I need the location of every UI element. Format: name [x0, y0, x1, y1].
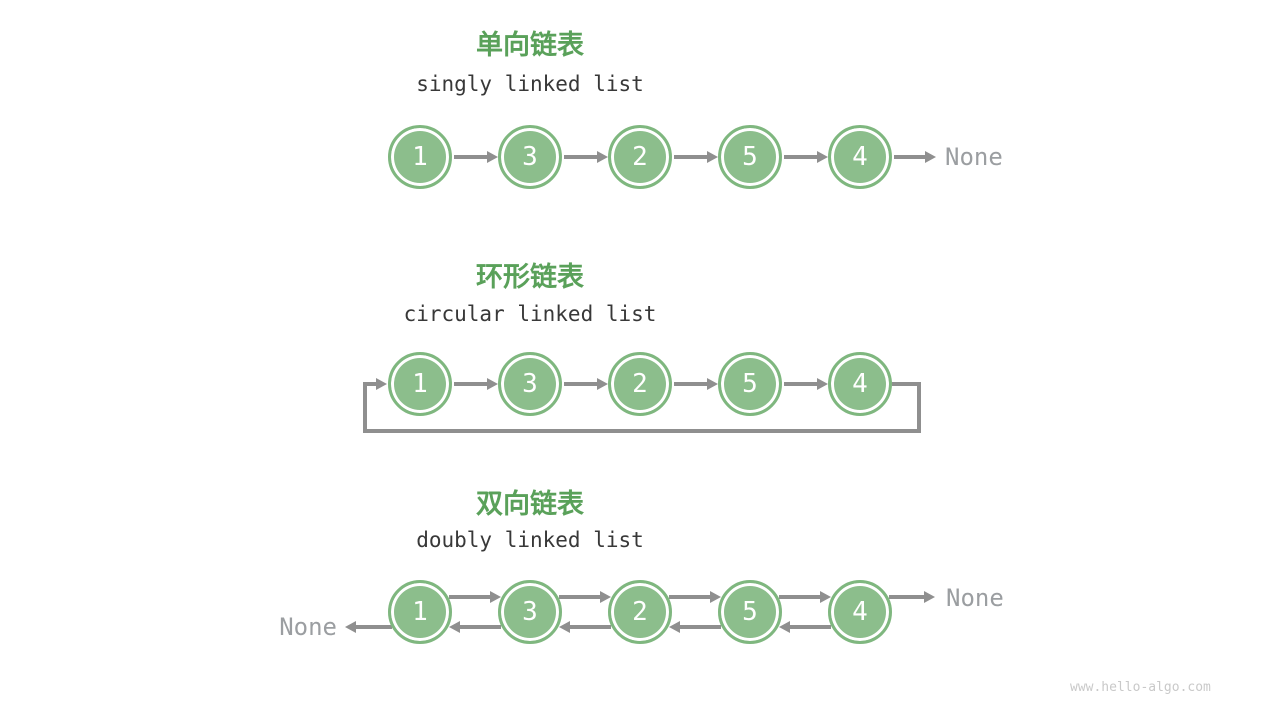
head-arrow-head [345, 621, 356, 633]
head-arrow-shaft [356, 625, 392, 629]
next-arrow-head [707, 151, 718, 163]
next-arrow-head [817, 378, 828, 390]
list-node: 1 [388, 352, 452, 416]
next-arrow-head [490, 591, 501, 603]
next-arrow-head [597, 151, 608, 163]
prev-arrow-shaft [460, 625, 501, 629]
tail-arrow-shaft [894, 155, 926, 159]
prev-arrow-shaft [570, 625, 611, 629]
next-arrow-shaft [454, 382, 488, 386]
section-title-singly: 单向链表 [476, 30, 584, 60]
next-arrow-shaft [564, 155, 598, 159]
tail-none-label: None [946, 584, 1004, 612]
next-arrow-head [820, 591, 831, 603]
loop-exit-segment [892, 382, 919, 386]
section-title-circular: 环形链表 [476, 262, 584, 292]
loop-entry-shaft [367, 382, 377, 386]
list-node: 3 [498, 352, 562, 416]
next-arrow-head [597, 378, 608, 390]
next-arrow-shaft [674, 155, 708, 159]
watermark: www.hello-algo.com [1070, 680, 1211, 695]
loop-entry-head [376, 378, 387, 390]
prev-arrow-shaft [790, 625, 831, 629]
next-arrow-shaft [674, 382, 708, 386]
list-node: 4 [828, 352, 892, 416]
next-arrow-shaft [454, 155, 488, 159]
list-node: 2 [608, 352, 672, 416]
next-arrow-shaft [669, 595, 710, 599]
list-node: 3 [498, 125, 562, 189]
head-none-label: None [279, 613, 337, 641]
section-title-doubly: 双向链表 [476, 489, 584, 519]
next-arrow-head [710, 591, 721, 603]
next-arrow-shaft [559, 595, 600, 599]
next-arrow-shaft [784, 382, 818, 386]
tail-arrow-shaft [889, 595, 924, 599]
tail-arrow-head [925, 151, 936, 163]
list-node: 1 [388, 580, 452, 644]
next-arrow-head [817, 151, 828, 163]
list-node: 5 [718, 125, 782, 189]
prev-arrow-shaft [680, 625, 721, 629]
next-arrow-head [600, 591, 611, 603]
list-node: 4 [828, 580, 892, 644]
list-node: 1 [388, 125, 452, 189]
prev-arrow-head [559, 621, 570, 633]
section-subtitle-doubly: doubly linked list [416, 528, 644, 552]
list-node: 2 [608, 125, 672, 189]
loop-back-path [363, 382, 921, 433]
next-arrow-head [707, 378, 718, 390]
prev-arrow-head [449, 621, 460, 633]
prev-arrow-head [669, 621, 680, 633]
list-node: 5 [718, 580, 782, 644]
list-node: 2 [608, 580, 672, 644]
next-arrow-shaft [564, 382, 598, 386]
prev-arrow-head [779, 621, 790, 633]
list-node: 3 [498, 580, 562, 644]
next-arrow-head [487, 151, 498, 163]
section-subtitle-singly: singly linked list [416, 72, 644, 96]
next-arrow-head [487, 378, 498, 390]
next-arrow-shaft [779, 595, 820, 599]
list-node: 4 [828, 125, 892, 189]
next-arrow-shaft [449, 595, 490, 599]
section-subtitle-circular: circular linked list [403, 302, 657, 326]
next-arrow-shaft [784, 155, 818, 159]
list-node: 5 [718, 352, 782, 416]
tail-none-label: None [945, 143, 1003, 171]
tail-arrow-head [924, 591, 935, 603]
